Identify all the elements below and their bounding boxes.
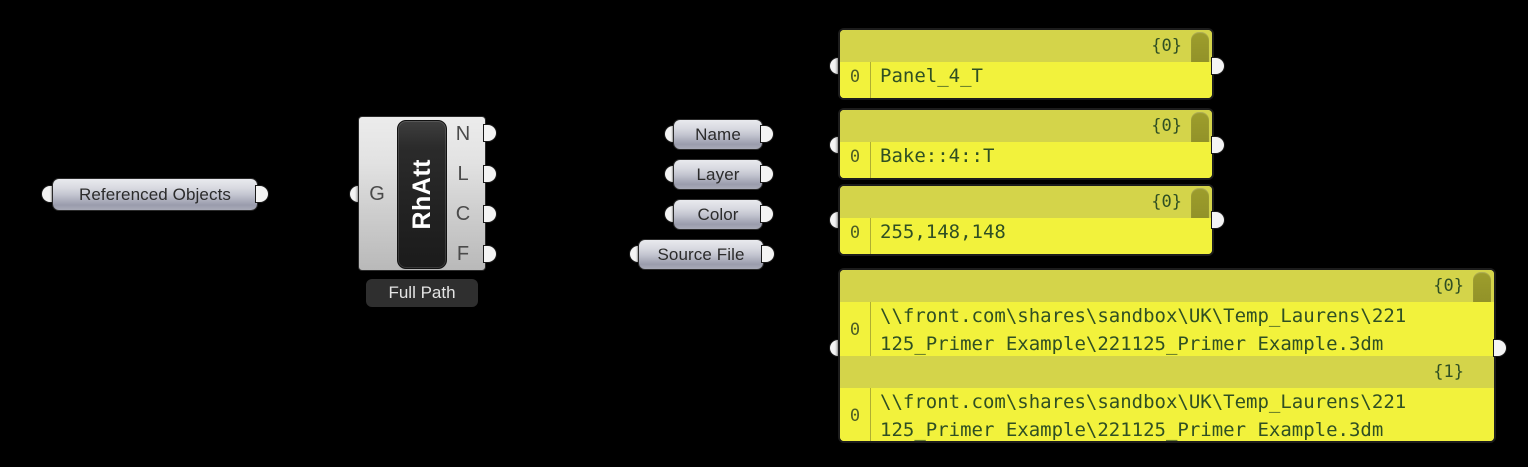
panel-row-index: 0 [849, 223, 861, 243]
param-label-color: Color [697, 204, 739, 224]
panel-branch-path-label: {1} [1433, 362, 1464, 382]
panel-row: 0 \\front.com\shares\sandbox\UK\Temp_Lau… [840, 302, 1494, 358]
panel-rows: 0 Bake::4::T [840, 142, 1212, 178]
panel-branch-path-label: {0} [1151, 36, 1182, 56]
panel-row-value: 255,148,148 [880, 221, 1006, 243]
panel-branch: {0} 0 Bake::4::T [840, 110, 1212, 178]
component-output-port-c[interactable] [484, 206, 496, 222]
panel-row-value: \\front.com\shares\sandbox\UK\Temp_Laure… [880, 305, 1407, 355]
panel-source-file-output-port[interactable] [1494, 340, 1506, 356]
param-node-source-file[interactable]: Source File [638, 239, 764, 270]
panel-row: 0 \\front.com\shares\sandbox\UK\Temp_Lau… [840, 388, 1494, 441]
component-output-port-l[interactable] [484, 166, 496, 182]
panel-row: 0 255,148,148 [840, 218, 1212, 247]
rhatt-name-capsule[interactable]: RhAtt [397, 120, 447, 269]
component-output-port-n[interactable] [484, 125, 496, 141]
param-node-color[interactable]: Color [673, 199, 763, 230]
panel-color-output-port[interactable] [1212, 212, 1224, 228]
component-output-label-f: F [456, 243, 470, 265]
panel-row-index: 0 [849, 320, 861, 340]
param-color-output-port[interactable] [761, 206, 773, 222]
panel-branch: {0} 0 255,148,148 [840, 186, 1212, 254]
panel-color[interactable]: {0} 0 255,148,148 [838, 184, 1214, 256]
panel-branch: {0} 0 Panel_4_T [840, 30, 1212, 98]
panel-rows: 0 Panel_4_T [840, 62, 1212, 98]
panel-row-value: Panel_4_T [880, 65, 983, 87]
panel-branch: {1} 0 \\front.com\shares\sandbox\UK\Temp… [840, 356, 1494, 441]
panel-layer-output-port[interactable] [1212, 137, 1224, 153]
panel-gutter-divider [870, 218, 871, 254]
referenced-objects-label: Referenced Objects [78, 184, 232, 204]
referenced-objects-input-port[interactable] [42, 186, 54, 202]
component-input-label-g: G [369, 183, 385, 205]
panel-source-file[interactable]: {0} 0 \\front.com\shares\sandbox\UK\Temp… [838, 268, 1496, 443]
referenced-objects-output-port[interactable] [256, 186, 268, 202]
panel-rows: 0 \\front.com\shares\sandbox\UK\Temp_Lau… [840, 302, 1494, 356]
panel-branch-path-label: {0} [1151, 116, 1182, 136]
panel-layer[interactable]: {0} 0 Bake::4::T [838, 108, 1214, 180]
component-output-label-c: C [455, 203, 471, 225]
param-name-output-port[interactable] [761, 126, 773, 142]
rhatt-name-label: RhAtt [407, 159, 436, 230]
param-layer-output-port[interactable] [761, 166, 773, 182]
param-source-file-output-port[interactable] [762, 246, 774, 262]
panel-row: 0 Panel_4_T [840, 62, 1212, 91]
param-label-source-file: Source File [657, 244, 745, 264]
panel-gutter-divider [870, 388, 871, 441]
param-node-name[interactable]: Name [673, 119, 763, 150]
panel-row-index: 0 [849, 147, 861, 167]
panel-branch-path: {1} [840, 356, 1494, 388]
panel-gutter-divider [870, 142, 871, 178]
panel-branch-path-label: {0} [1433, 276, 1464, 296]
panel-branch-path: {0} [840, 270, 1494, 316]
panel-branch-path: {0} [840, 30, 1212, 76]
component-output-label-n: N [455, 123, 471, 145]
panel-branch-path: {0} [840, 186, 1212, 232]
panel-rows: 0 \\front.com\shares\sandbox\UK\Temp_Lau… [840, 388, 1494, 441]
panel-name[interactable]: {0} 0 Panel_4_T [838, 28, 1214, 100]
component-full-path-tag[interactable]: Full Path [366, 279, 478, 307]
component-full-path-label: Full Path [388, 283, 456, 302]
component-output-label-l: L [457, 163, 469, 185]
param-label-name: Name [695, 124, 741, 144]
param-node-layer[interactable]: Layer [673, 159, 763, 190]
panel-row-value: Bake::4::T [880, 145, 995, 167]
panel-row: 0 Bake::4::T [840, 142, 1212, 171]
param-label-layer: Layer [696, 164, 740, 184]
panel-branch-path: {0} [840, 110, 1212, 156]
panel-branch-path-label: {0} [1151, 192, 1182, 212]
panel-branch: {0} 0 \\front.com\shares\sandbox\UK\Temp… [840, 270, 1494, 356]
panel-row-value: \\front.com\shares\sandbox\UK\Temp_Laure… [880, 391, 1407, 441]
panel-gutter-divider [870, 62, 871, 98]
component-output-port-f[interactable] [484, 246, 496, 262]
panel-row-index: 0 [849, 406, 861, 426]
panel-gutter-divider [870, 302, 871, 356]
panel-name-output-port[interactable] [1212, 58, 1224, 74]
panel-row-index: 0 [849, 67, 861, 87]
panel-rows: 0 255,148,148 [840, 218, 1212, 254]
referenced-objects-node[interactable]: Referenced Objects [52, 178, 258, 211]
